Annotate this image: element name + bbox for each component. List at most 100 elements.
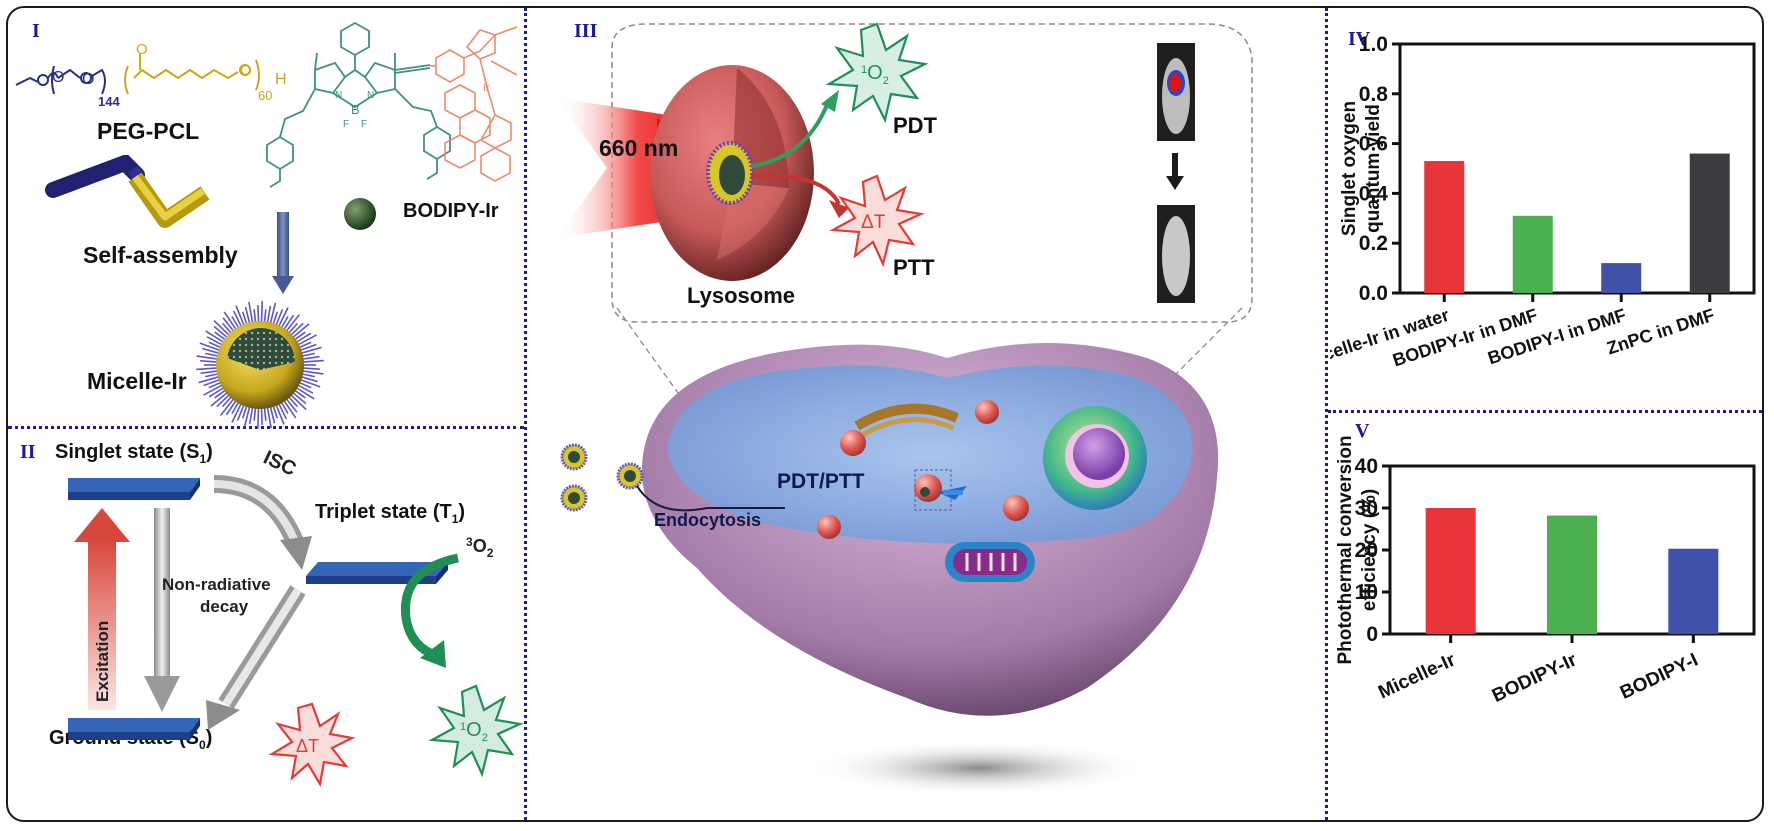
lysosome-label: Lysosome	[687, 283, 796, 308]
y-axis-label-line2: quantum yield	[1363, 104, 1384, 233]
singlet-level-bar	[68, 478, 200, 500]
svg-text:Ir: Ir	[483, 82, 490, 94]
svg-text:O: O	[136, 41, 148, 58]
ptt-arrow-icon	[750, 173, 841, 205]
y-tick-label: 0	[1366, 623, 1378, 646]
x-tick-label: Micelle-Ir	[1375, 649, 1459, 703]
svg-text:F: F	[361, 119, 367, 130]
svg-text:1O2: 1O2	[460, 719, 488, 744]
panel-label-iii: III	[574, 20, 598, 42]
divider-horizontal-right	[1328, 410, 1762, 413]
y-tick-label: 20	[1355, 539, 1378, 562]
bar-1	[1424, 161, 1465, 293]
svg-text:O: O	[240, 62, 252, 79]
mitochondrion-icon	[945, 542, 1035, 582]
cell-illustration	[560, 343, 1219, 796]
nonradiative-label-line1: Non-radiative	[162, 575, 271, 594]
self-assembly-arrow-icon	[272, 212, 294, 294]
mouse-image-before	[1157, 43, 1195, 141]
diagonal-decay-arrow-icon	[206, 585, 306, 730]
y-tick-label: 40	[1355, 455, 1378, 478]
excitation-label: Excitation	[93, 621, 112, 702]
bar-3	[1668, 548, 1719, 634]
bar-1	[1425, 508, 1476, 634]
panel-label-ii: II	[20, 441, 36, 463]
mouse-image-after	[1157, 205, 1195, 303]
micelle-ir-icon	[196, 301, 324, 429]
pdt-ptt-label: PDT/PTT	[777, 470, 865, 493]
triplet-level-bar	[306, 562, 448, 584]
isc-label: ISC	[260, 447, 300, 481]
self-assembly-label: Self-assembly	[83, 242, 238, 268]
peg-pcl-label: PEG-PCL	[97, 118, 200, 144]
svg-text:ΔT: ΔT	[296, 736, 319, 756]
svg-text:ΔT: ΔT	[861, 212, 886, 233]
bar-4	[1689, 153, 1730, 293]
svg-text:144: 144	[98, 94, 120, 109]
ptt-label: PTT	[893, 255, 935, 280]
pdt-label: PDT	[893, 113, 937, 138]
bar-2	[1512, 215, 1553, 293]
svg-text:60: 60	[258, 88, 272, 103]
laser-wavelength-label: 660 nm	[599, 135, 679, 161]
bodipy-ir-label: BODIPY-Ir	[403, 200, 499, 222]
bodipy-ir-sphere-icon	[344, 198, 376, 230]
lysosome-icon	[650, 65, 814, 281]
triplet-oxygen-label: 3O2	[466, 535, 494, 560]
ground-level-bar	[68, 718, 200, 740]
divider-vertical-right	[1325, 8, 1328, 820]
y-axis-label-line2: efficiency (%)	[1359, 489, 1380, 611]
y-tick-label: 1.0	[1359, 33, 1388, 56]
svg-text:N: N	[367, 90, 374, 101]
y-axis-label-line1: Photothermal conversion	[1335, 435, 1356, 664]
y-tick-label: 0.0	[1359, 282, 1388, 305]
x-tick-label: BODIPY-I	[1617, 649, 1701, 703]
divider-horizontal-left	[8, 426, 524, 429]
micelle-ir-label: Micelle-Ir	[87, 368, 187, 394]
panel-label-i: I	[32, 20, 40, 42]
plot-frame	[1398, 42, 1756, 295]
oxygen-transfer-arrow-icon	[400, 553, 459, 668]
svg-text:N: N	[335, 90, 342, 101]
heat-burst-icon: ΔT	[268, 702, 356, 788]
peg-oxygen-1: O	[52, 69, 64, 86]
bodipy-ir-structure: B N N F F Ir	[266, 21, 518, 188]
y-tick-label: 0.2	[1359, 232, 1388, 255]
heat-burst-icon-iii: ΔT	[829, 174, 925, 268]
peg-pcl-structure: O O 144 O O 60 H	[15, 41, 287, 109]
pdt-arrow-icon	[750, 99, 831, 168]
svg-text:B: B	[351, 102, 360, 117]
singlet-oxygen-burst-icon-iii: 1O2	[825, 22, 929, 124]
lysosome-callout: 1O2 ΔT	[557, 22, 1253, 796]
y-tick-label: 0.4	[1359, 182, 1389, 205]
y-tick-label: 0.8	[1359, 83, 1389, 106]
peg-oxygen-2: O	[82, 71, 94, 88]
singlet-state-label: Singlet state (S1)	[55, 441, 213, 466]
nonradiative-label-line2: decay	[200, 597, 249, 616]
endocytosis-label: Endocytosis	[654, 510, 762, 530]
endocytosis-micelles	[560, 443, 644, 512]
jablonski-diagram: Excitation ISC Non-radiative decay ΔT	[68, 447, 524, 788]
y-tick-label: 0.6	[1359, 133, 1388, 156]
polymer-chain-icon	[45, 155, 210, 228]
treatment-arrow-icon	[1166, 153, 1184, 190]
svg-text:1O2: 1O2	[861, 62, 889, 87]
figure-frame	[6, 6, 1764, 822]
y-tick-label: 10	[1355, 581, 1378, 604]
svg-text:H: H	[275, 71, 287, 88]
isc-arrow-icon	[213, 475, 312, 570]
panel-label-v: V	[1355, 420, 1370, 442]
svg-text:F: F	[343, 119, 349, 130]
y-axis-label-line1: Singlet oxygen	[1339, 101, 1360, 236]
triplet-state-label: Triplet state (T1)	[315, 501, 466, 526]
excitation-arrow-icon	[74, 508, 130, 710]
bar-2	[1547, 515, 1597, 634]
divider-vertical-left	[524, 8, 527, 820]
panel-label-iv: IV	[1348, 28, 1371, 50]
x-tick-label: BODIPY-Ir	[1489, 649, 1581, 707]
nonradiative-decay-arrow-icon	[144, 508, 180, 712]
bar-3	[1601, 263, 1642, 293]
singlet-oxygen-burst-icon: 1O2	[428, 684, 524, 778]
